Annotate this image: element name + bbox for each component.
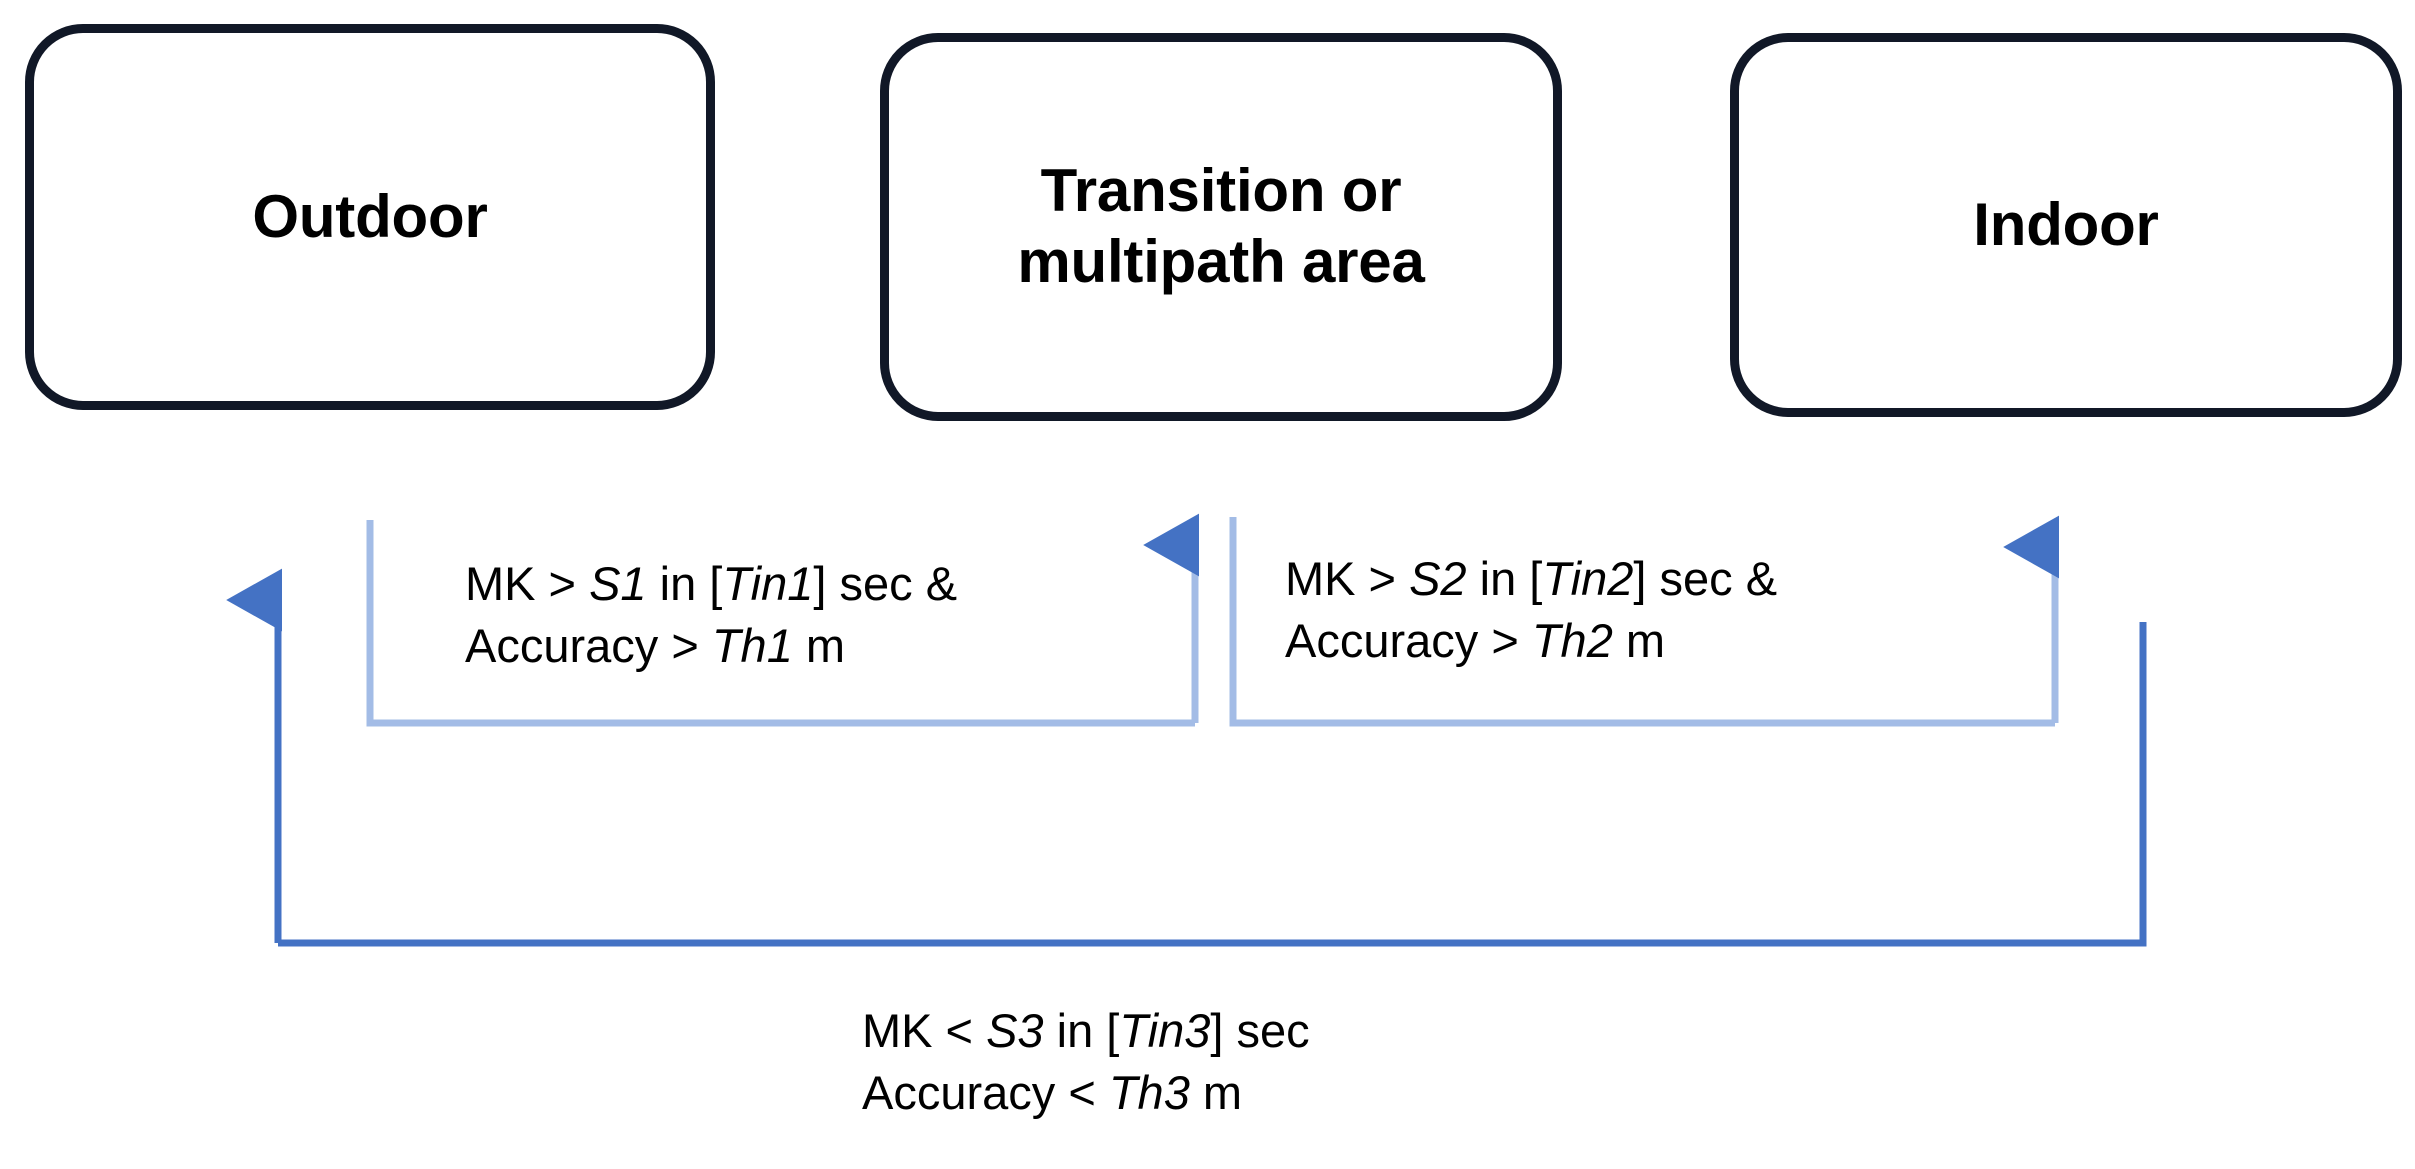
edge-label-var-signal: S3 — [986, 1004, 1044, 1057]
state-label-transition: Transition or multipath area — [1017, 157, 1425, 295]
edge-label-line-2: Accuracy > Th2 m — [1285, 610, 1777, 672]
edge-label-var-threshold: Th2 — [1531, 614, 1613, 668]
edge-label-text: MK > — [1285, 552, 1410, 605]
edge-label-text: Accuracy < — [862, 1066, 1109, 1120]
edge-label-text: m — [1612, 614, 1666, 668]
edge-label-text: m — [1189, 1066, 1243, 1120]
edge-label-text: ] sec & — [1633, 552, 1778, 605]
edge-label-var-time: Tin3 — [1119, 1004, 1211, 1057]
edge-label-outdoor-to-transition: MK > S1 in [Tin1] sec & Accuracy > Th1 m — [465, 553, 957, 677]
state-box-outdoor[interactable]: Outdoor — [25, 24, 715, 410]
state-label-indoor: Indoor — [1973, 190, 2159, 258]
edge-label-text: ] sec & — [813, 557, 958, 610]
edge-label-text: m — [792, 619, 846, 673]
edge-label-text: Accuracy > — [1285, 614, 1532, 668]
arrow-outdoor-to-transition — [366, 513, 1200, 727]
edge-label-line-2: Accuracy > Th1 m — [465, 615, 957, 677]
edge-label-text: in [ — [1466, 552, 1543, 605]
edge-label-text: ] sec — [1210, 1004, 1310, 1057]
edge-label-line-1: MK < S3 in [Tin3] sec — [862, 1000, 1310, 1062]
edge-label-text: MK < — [862, 1004, 987, 1057]
state-box-indoor[interactable]: Indoor — [1730, 33, 2402, 417]
arrow-indoor-to-outdoor — [226, 568, 2147, 947]
edge-label-text: Accuracy > — [465, 619, 712, 673]
edge-label-var-signal: S1 — [589, 557, 647, 610]
edge-label-text: in [ — [646, 557, 723, 610]
edge-label-line-1: MK > S2 in [Tin2] sec & — [1285, 548, 1777, 610]
edge-label-var-signal: S2 — [1409, 552, 1467, 605]
edge-label-text: MK > — [465, 557, 590, 610]
edge-label-var-time: Tin2 — [1542, 552, 1634, 605]
edge-label-indoor-to-outdoor: MK < S3 in [Tin3] sec Accuracy < Th3 m — [862, 1000, 1310, 1124]
edge-label-var-time: Tin1 — [722, 557, 814, 610]
edge-label-transition-to-indoor: MK > S2 in [Tin2] sec & Accuracy > Th2 m — [1285, 548, 1777, 672]
arrow-transition-to-indoor — [1229, 515, 2060, 727]
edge-label-line-1: MK > S1 in [Tin1] sec & — [465, 553, 957, 615]
edge-label-line-2: Accuracy < Th3 m — [862, 1062, 1310, 1124]
edge-label-var-threshold: Th1 — [711, 619, 793, 673]
edge-label-text: in [ — [1043, 1004, 1120, 1057]
state-label-outdoor: Outdoor — [252, 182, 488, 250]
edge-label-var-threshold: Th3 — [1108, 1066, 1190, 1120]
state-box-transition[interactable]: Transition or multipath area — [880, 33, 1562, 421]
